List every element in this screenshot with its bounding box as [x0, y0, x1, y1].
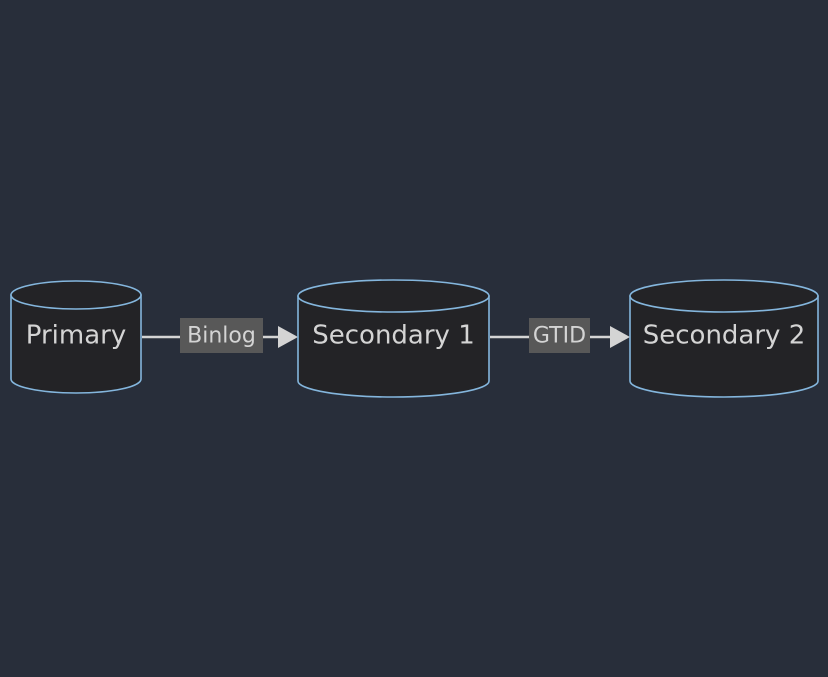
node-primary-label: Primary — [26, 321, 126, 351]
edge-gtid-label: GTID — [533, 324, 586, 349]
node-secondary2-cylinder-top — [629, 279, 819, 313]
edge-gtid[interactable]: GTID — [490, 318, 630, 353]
edge-binlog-label: Binlog — [187, 324, 256, 349]
node-secondary1-cylinder-body — [297, 295, 490, 398]
node-secondary2[interactable]: Secondary 2 — [629, 279, 819, 398]
edge-binlog-label-background — [180, 318, 263, 353]
node-secondary2-cylinder-body — [629, 295, 819, 398]
node-primary-cylinder-top — [10, 280, 142, 310]
node-primary-cylinder-body — [10, 294, 142, 394]
edge-binlog-arrowhead-icon — [278, 326, 298, 348]
node-secondary1-label: Secondary 1 — [312, 321, 475, 351]
node-secondary2-label: Secondary 2 — [643, 321, 806, 351]
edge-gtid-arrowhead-icon — [610, 326, 630, 348]
edge-gtid-label-background — [529, 318, 590, 353]
node-secondary1[interactable]: Secondary 1 — [297, 279, 490, 398]
edge-binlog[interactable]: Binlog — [142, 318, 298, 353]
node-primary[interactable]: Primary — [10, 280, 142, 394]
node-secondary1-cylinder-top — [297, 279, 490, 313]
